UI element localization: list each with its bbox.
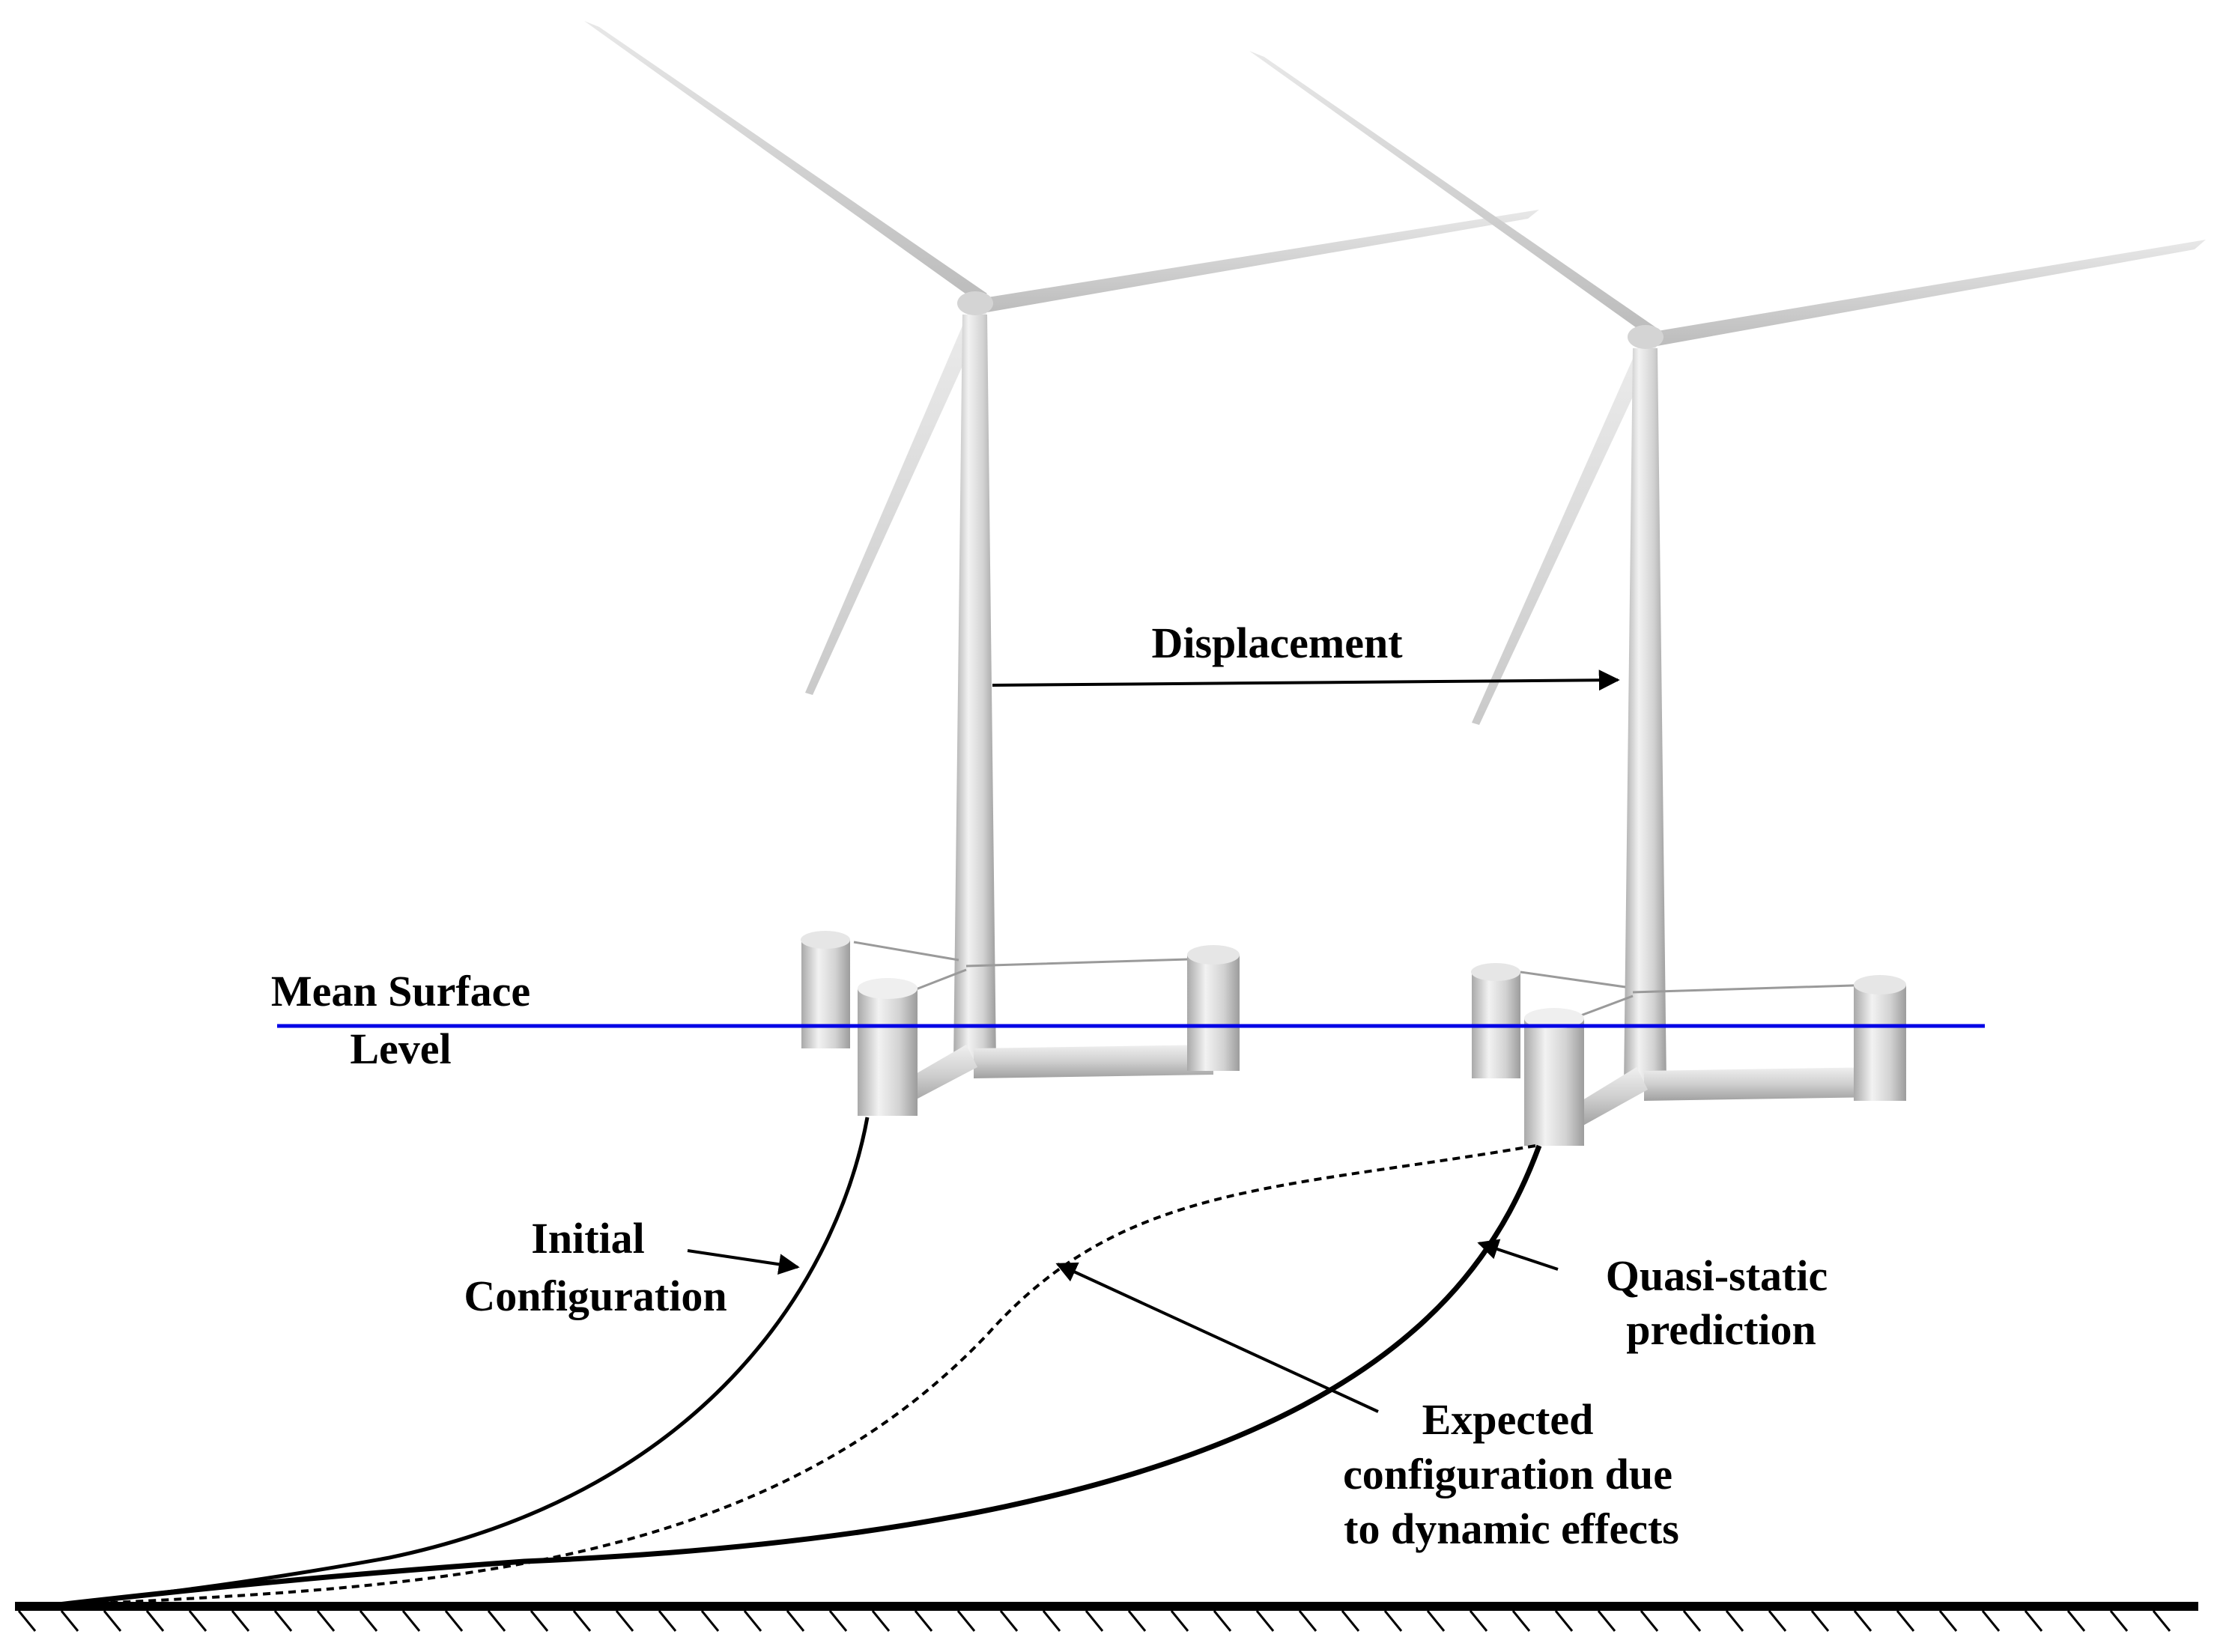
hatch-mark [658,1610,677,1632]
hatch-mark [700,1610,720,1632]
hatch-mark [273,1610,293,1632]
hatch-mark [530,1610,549,1632]
hub [1628,325,1664,349]
hatch-mark [1255,1610,1275,1632]
hatch-mark [316,1610,336,1632]
column-right [1854,985,1906,1101]
hatch-mark [1810,1610,1830,1632]
hatch-mark [1127,1610,1147,1632]
hatch-mark [1170,1610,1189,1632]
mean-surface-label-line2: Level [350,1024,451,1073]
hatch-mark [60,1610,79,1632]
column-front [1524,1018,1584,1146]
blade-icon [1249,51,1657,333]
mooring-line-initial [44,1117,870,1609]
initial-label-line2: Configuration [464,1272,727,1320]
pontoon [1569,1067,1648,1127]
column-top [858,978,918,999]
hatch-mark [1298,1610,1317,1632]
blade-icon [1472,333,1658,725]
hatch-mark [1511,1610,1531,1632]
hatch-mark [1896,1610,1915,1632]
hatch-mark [1469,1610,1488,1632]
blade-icon [805,300,989,695]
hatch-mark [487,1610,506,1632]
expected-label-line2: configuration due [1343,1450,1672,1498]
hatch-mark [1640,1610,1659,1632]
blade-icon [1644,240,2206,347]
brace [1520,971,1877,1020]
expected-label-line1: Expected [1422,1395,1594,1444]
hatch-mark [828,1610,848,1632]
hatch-mark [1768,1610,1787,1632]
column-front [858,989,918,1116]
hatch-mark [188,1610,207,1632]
hub [957,291,993,315]
hatch-mark [2152,1610,2171,1632]
blade-icon [584,21,987,300]
hatch-mark [871,1610,891,1632]
hatch-mark [1682,1610,1702,1632]
column-top [1187,945,1240,965]
hatch-mark [1383,1610,1403,1632]
expected-label-line3: to dynamic effects [1344,1504,1679,1553]
hatch-mark [956,1610,976,1632]
mooring-line-expected-dynamic [44,1144,1536,1608]
hatch-mark [2024,1610,2043,1632]
initial-configuration-arrow [687,1249,800,1275]
hatch-mark [2109,1610,2129,1632]
hatch-mark [615,1610,634,1632]
seabed-hatching [17,1610,2171,1632]
hatch-mark [1981,1610,2001,1632]
hatch-mark [2066,1610,2086,1632]
initial-label-line1: Initial [531,1214,645,1263]
hatch-mark [1853,1610,1872,1632]
column-top [1854,975,1906,994]
hatch-mark [103,1610,122,1632]
blade-icon [974,210,1539,313]
displacement-arrow [992,669,1620,691]
expected-configuration-arrow [1055,1262,1379,1413]
mean-surface-label-line1: Mean Surface [271,967,530,1015]
hatch-mark [572,1610,592,1632]
column-top [801,931,850,949]
column-back-left [801,940,850,1048]
mooring-line-quasi-static [44,1144,1542,1609]
hatch-mark [1554,1610,1574,1632]
hatch-mark [914,1610,933,1632]
hatch-mark [231,1610,250,1632]
turbine-initial [584,21,1539,1116]
column-top [1471,963,1520,981]
hatch-mark [1725,1610,1744,1632]
hatch-mark [1341,1610,1360,1632]
quasi-static-label-line2: prediction [1626,1305,1816,1354]
column-right [1187,955,1240,1071]
seabed [15,1602,2198,1632]
hatch-mark [359,1610,378,1632]
hatch-mark [743,1610,762,1632]
pontoon [974,1045,1213,1078]
hatch-mark [1597,1610,1616,1632]
hatch-mark [1213,1610,1232,1632]
hatch-mark [1426,1610,1446,1632]
quasi-static-arrow [1477,1239,1559,1271]
quasi-static-label-line1: Quasi-static [1606,1251,1828,1300]
hatch-mark [786,1610,805,1632]
hatch-mark [17,1610,37,1632]
hatch-mark [1938,1610,1958,1632]
tower [1624,348,1667,1086]
turbine-displaced [1249,51,2206,1146]
column-top [1524,1008,1584,1029]
pontoon [1644,1067,1880,1101]
hatch-mark [444,1610,464,1632]
hatch-mark [999,1610,1019,1632]
hatch-mark [145,1610,165,1632]
tower [953,315,996,1063]
displacement-label: Displacement [1151,619,1403,667]
hatch-mark [1085,1610,1104,1632]
hatch-mark [401,1610,421,1632]
hatch-mark [1042,1610,1061,1632]
